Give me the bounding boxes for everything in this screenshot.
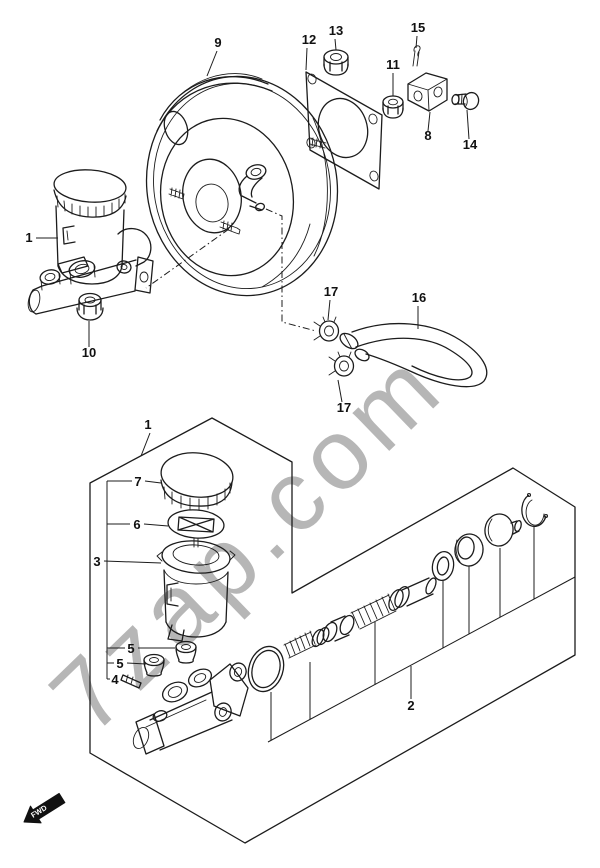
grommet-5-right — [175, 640, 197, 664]
nut-11 — [382, 95, 404, 119]
reference-lines — [145, 208, 317, 332]
vacuum-elbow-fitting — [238, 164, 267, 212]
reservoir-top — [53, 169, 127, 285]
callout-11-nut[interactable]: 11 — [386, 57, 400, 72]
seal — [454, 533, 484, 567]
brake-booster — [145, 73, 339, 297]
callout-7-cap[interactable]: 7 — [134, 474, 141, 489]
callout-6-diaphragm[interactable]: 6 — [133, 517, 140, 532]
cap-7 — [160, 452, 234, 511]
callout-labels: 9 12 13 15 11 8 14 1 10 17 16 17 1 7 6 3… — [25, 20, 478, 713]
label-bracket — [103, 480, 175, 680]
callout-1-assembly-top[interactable]: 1 — [25, 230, 32, 245]
washer — [431, 550, 455, 582]
callout-4-pin[interactable]: 4 — [111, 672, 119, 687]
reservoir-3 — [156, 540, 236, 642]
booster-stud-left — [168, 187, 185, 200]
callout-13-nut[interactable]: 13 — [329, 23, 343, 38]
gasket — [305, 71, 383, 190]
diaphragm-6 — [167, 509, 225, 548]
fwd-arrow-shape — [23, 792, 66, 824]
master-cylinder-top — [27, 227, 154, 315]
callout-8-bracket[interactable]: 8 — [424, 128, 431, 143]
callout-5-grommet-b[interactable]: 5 — [116, 656, 123, 671]
callout-15-pin[interactable]: 15 — [411, 20, 425, 35]
callout-2-piston-kit[interactable]: 2 — [407, 698, 414, 713]
callout-12-gasket[interactable]: 12 — [302, 32, 316, 47]
callout-10-nut[interactable]: 10 — [82, 345, 96, 360]
nut-10 — [76, 292, 104, 321]
callout-1-assembly-bottom[interactable]: 1 — [144, 417, 151, 432]
clamp-17-lower — [328, 351, 355, 377]
kit-leader-lines — [270, 527, 535, 740]
booster-stud-right — [309, 137, 327, 149]
callout-5-grommet-a[interactable]: 5 — [127, 641, 134, 656]
pin-4 — [120, 674, 142, 689]
bracket-8 — [407, 72, 448, 112]
exploded-view-box — [89, 417, 576, 844]
fwd-arrow: FWD — [23, 792, 66, 824]
grommet-5-left — [143, 653, 165, 677]
master-cylinder-body — [132, 662, 249, 755]
nut-13 — [323, 49, 349, 76]
o-ring — [247, 645, 285, 693]
callout-3-reservoir[interactable]: 3 — [93, 554, 100, 569]
callout-14-bolt[interactable]: 14 — [463, 137, 478, 152]
callout-17-clamp-lower[interactable]: 17 — [337, 400, 351, 415]
pin-15 — [412, 45, 421, 67]
callout-16-hose[interactable]: 16 — [412, 290, 426, 305]
circlip — [521, 492, 549, 528]
bolt-14 — [451, 91, 480, 111]
piston-stop-cap — [484, 513, 522, 547]
hose — [339, 323, 488, 388]
clamp-17-upper — [313, 316, 340, 342]
callout-leader-lines — [36, 35, 470, 699]
piston-assembly — [283, 577, 437, 659]
callout-17-clamp-upper[interactable]: 17 — [324, 284, 338, 299]
callout-9-booster[interactable]: 9 — [214, 35, 221, 50]
